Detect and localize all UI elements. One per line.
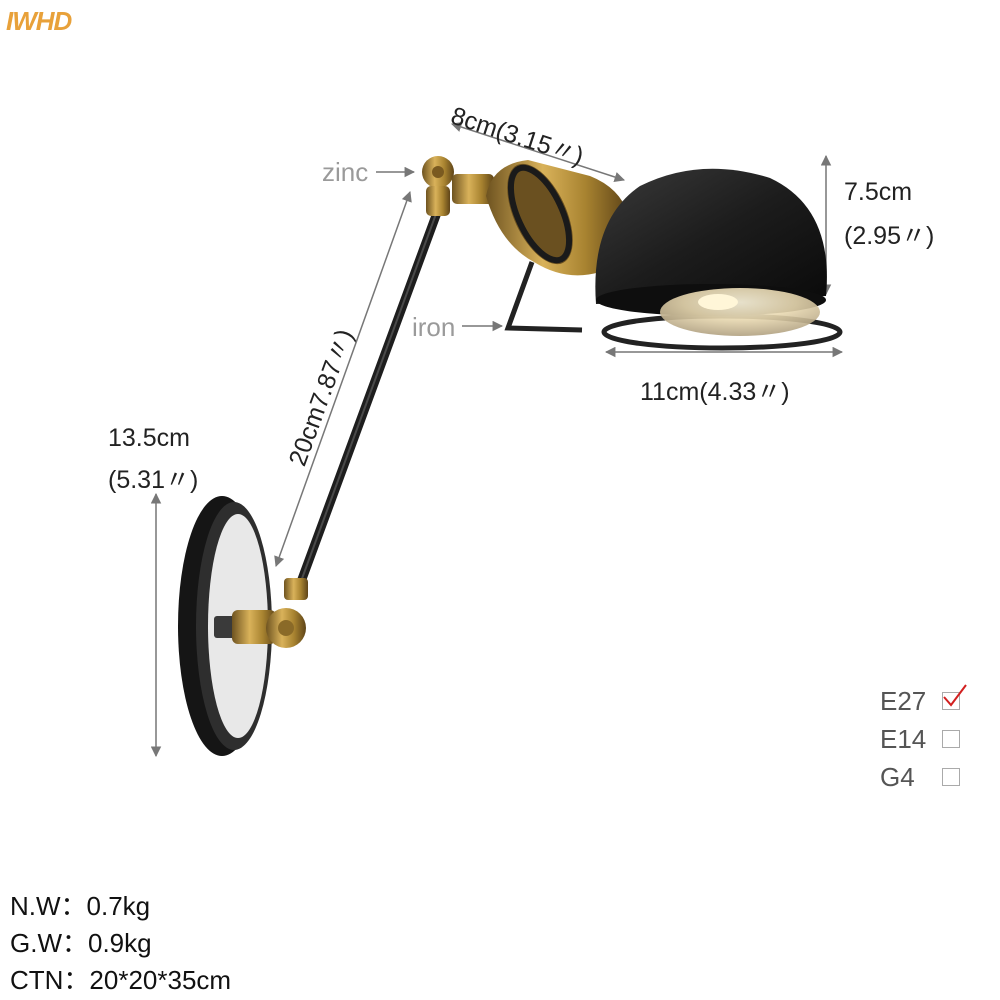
lamp-shade <box>595 168 827 336</box>
shade-height-in-label: (2.95〃) <box>844 222 935 250</box>
socket-label: E14 <box>880 723 927 754</box>
spec-list: N.W：0.7kg G.W：0.9kg CTN：20*20*35cm <box>10 886 231 997</box>
zinc-callout: zinc <box>322 157 369 187</box>
brand-logo: IWHD <box>6 6 72 36</box>
net-weight: N.W：0.7kg <box>10 891 151 921</box>
dimension-lines <box>150 121 844 758</box>
shade-height-cm-label: 7.5cm <box>844 178 913 206</box>
socket-checkbox[interactable] <box>942 730 960 748</box>
socket-checkbox[interactable] <box>942 768 960 786</box>
socket-option-e27[interactable]: E27 <box>880 682 967 720</box>
check-mark-icon <box>943 684 967 707</box>
socket-label: G4 <box>880 761 915 792</box>
socket-option-g4[interactable]: G4 <box>880 758 960 796</box>
base-height-cm-label: 13.5cm <box>108 424 190 452</box>
socket-label: E27 <box>880 685 927 716</box>
gross-weight: G.W：0.9kg <box>10 928 152 958</box>
socket-options: E27 E14 G4 <box>880 682 967 796</box>
brass-socket <box>486 160 628 276</box>
socket-option-e14[interactable]: E14 <box>880 720 960 758</box>
shade-width-label: 11cm(4.33〃) <box>640 378 790 406</box>
upper-brass-joint <box>422 156 494 216</box>
base-height-in-label: (5.31〃) <box>108 466 199 494</box>
socket-checkbox-checked[interactable] <box>942 684 967 710</box>
iron-callout: iron <box>412 312 456 342</box>
lower-brass-joint <box>214 578 308 648</box>
lamp-arm <box>293 205 443 595</box>
carton-size: CTN：20*20*35cm <box>10 965 232 995</box>
